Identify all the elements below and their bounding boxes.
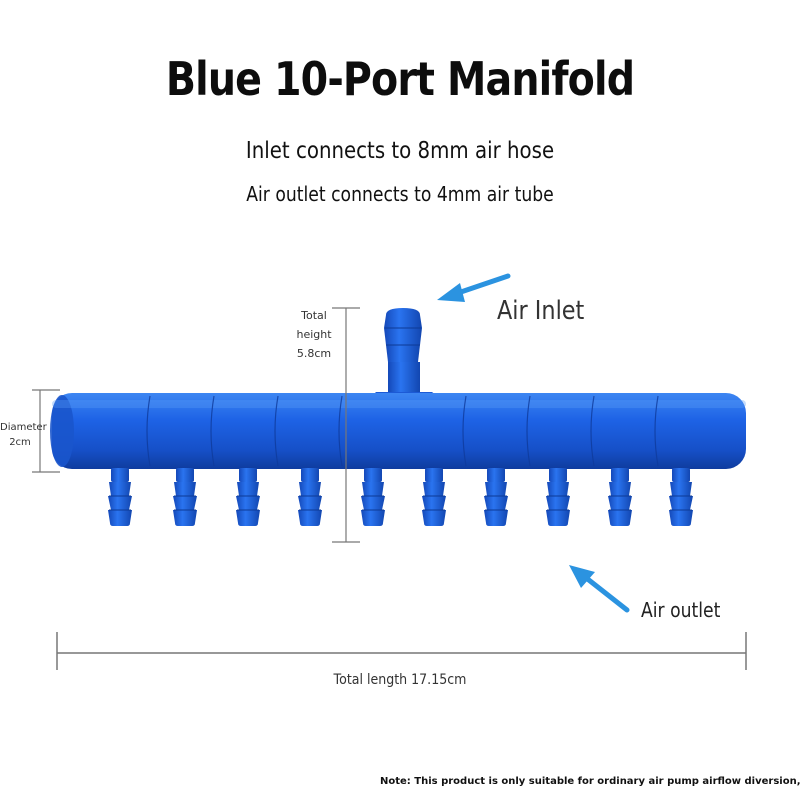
total-length-label: Total length 17.15cm — [333, 672, 467, 688]
air-inlet-label: Air Inlet — [497, 296, 585, 326]
diameter-label: Diameter 2cm — [0, 420, 47, 450]
outlet-port — [483, 467, 509, 527]
length-dimension-line — [56, 632, 747, 670]
diameter-dimension-line — [32, 389, 60, 473]
outlet-spec-text: Air outlet connects to 4mm air tube — [246, 182, 554, 206]
manifold-body — [50, 393, 746, 469]
outlet-port — [421, 467, 447, 527]
outlet-port — [545, 467, 571, 527]
inlet-arrow-icon — [437, 273, 511, 302]
outlet-port — [607, 467, 633, 527]
total-height-text-1: Total — [301, 309, 327, 322]
outlet-port — [235, 467, 261, 527]
inlet-port — [370, 308, 440, 398]
outlet-port — [297, 467, 323, 527]
total-height-value: 5.8cm — [296, 347, 332, 360]
inlet-spec-text: Inlet connects to 8mm air hose — [245, 138, 555, 164]
total-height-label: Total height 5.8cm — [292, 306, 336, 363]
outlet-arrow-icon — [569, 565, 630, 613]
diameter-value: 2cm — [9, 437, 31, 448]
outlet-port — [668, 467, 694, 527]
air-outlet-label: Air outlet — [641, 598, 721, 622]
height-dimension-line — [332, 307, 360, 543]
page-title: Blue 10-Port Manifold — [165, 52, 635, 106]
usage-note: Note: This product is only suitable for … — [380, 776, 800, 787]
outlet-port — [107, 467, 133, 527]
outlet-ports — [107, 467, 694, 527]
outlet-port — [172, 467, 198, 527]
total-height-text-2: height — [296, 328, 332, 341]
diameter-text: Diameter — [0, 422, 47, 433]
outlet-port — [360, 467, 386, 527]
